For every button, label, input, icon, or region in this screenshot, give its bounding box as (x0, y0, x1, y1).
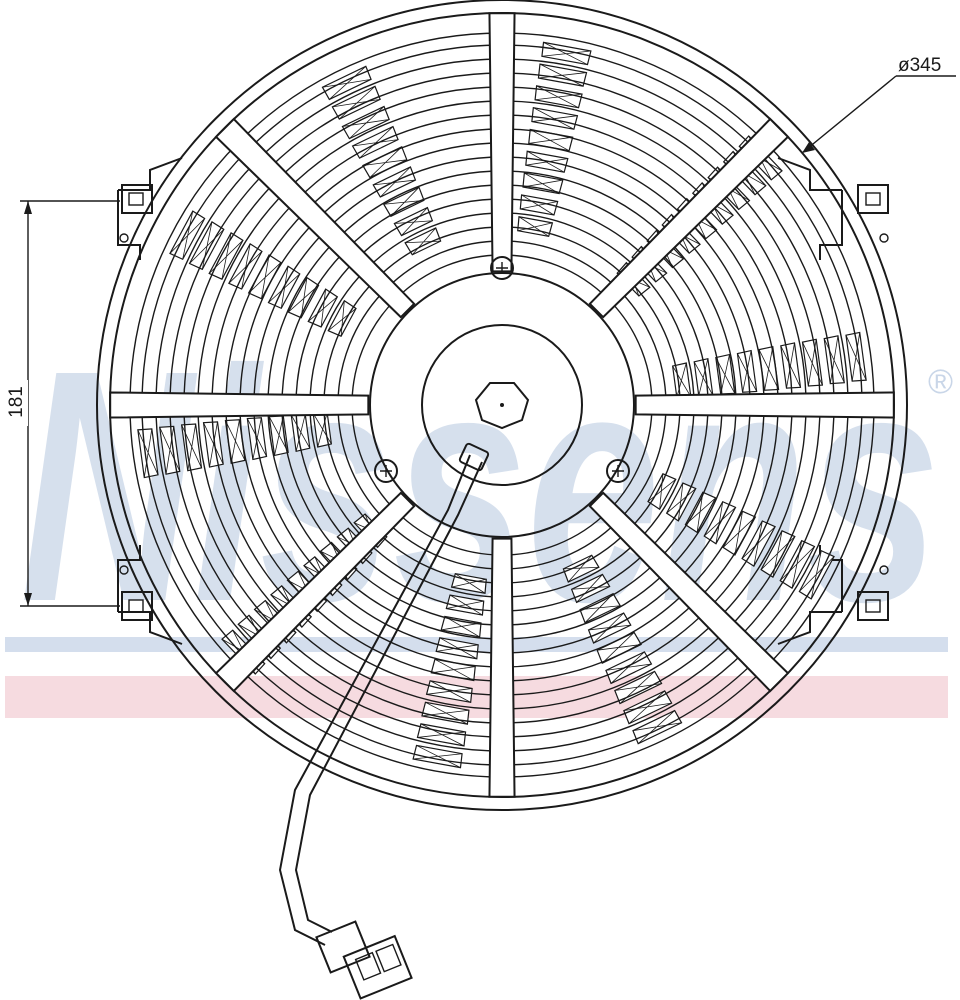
bracket-bottom-right (857, 565, 889, 621)
shroud-outer-ring (96, 0, 908, 811)
dimension-diameter: ø345 (801, 55, 956, 154)
cable-connector (315, 920, 413, 1000)
guard-strut (488, 537, 516, 798)
fan-blade (169, 210, 357, 337)
dimension-diameter-label: ø345 (898, 55, 941, 76)
mounting-screw-left (374, 459, 398, 483)
guard-strut (214, 117, 416, 319)
bracket-top-left (119, 184, 153, 243)
bracket-top-right (857, 184, 889, 243)
fan-blade (412, 572, 487, 769)
guard-strut (214, 491, 416, 693)
motor-cap (421, 324, 583, 486)
motor-hub (369, 256, 635, 538)
guard-strut (634, 391, 895, 419)
mounting-screw-top (490, 256, 514, 280)
dimension-height-label: 181 (6, 386, 27, 418)
power-cable (278, 442, 490, 946)
guard-strut (109, 391, 370, 419)
guard-strut (488, 12, 516, 273)
fan-blade (321, 65, 442, 256)
bracket-bottom-left (119, 565, 153, 621)
guard-strut (588, 117, 790, 319)
mounting-screw-right (606, 459, 630, 483)
guard-struts (109, 12, 895, 798)
fan-blade (517, 41, 592, 238)
watermark-red-stripe (5, 676, 948, 718)
guard-strut (588, 491, 790, 693)
motor-shaft (474, 382, 530, 430)
watermark-registered-mark: ® (928, 363, 953, 401)
dimension-height: 181 (6, 200, 120, 607)
